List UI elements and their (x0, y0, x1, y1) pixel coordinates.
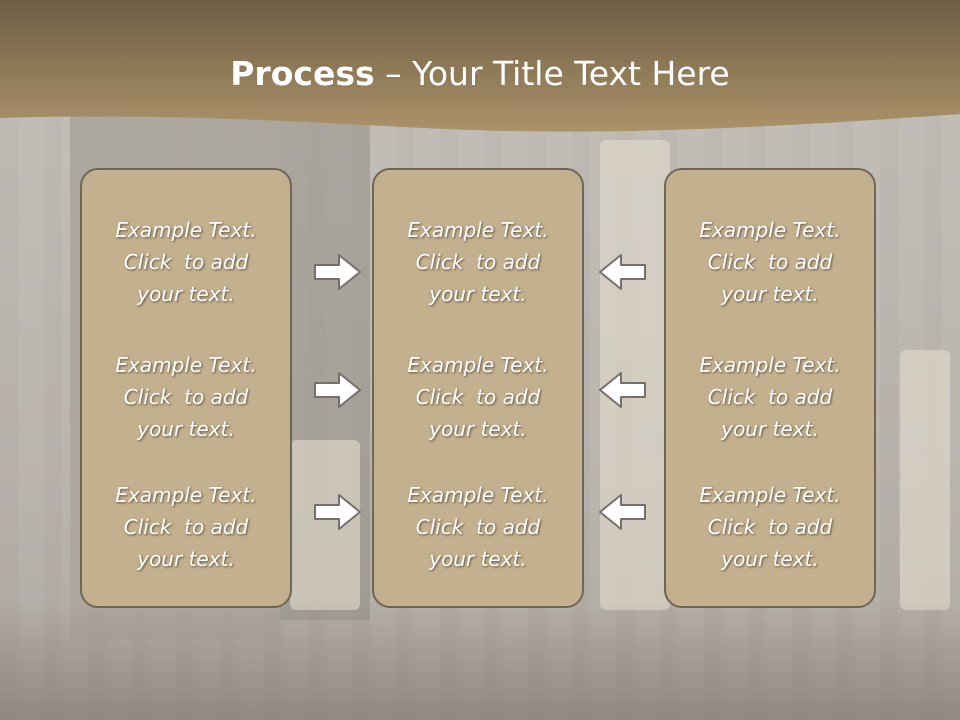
arrow-right-icon (314, 494, 361, 530)
title-bold-text: Process (230, 54, 375, 93)
text-line: Click to add (123, 385, 249, 409)
text-line: your text. (721, 547, 819, 571)
title-regular-text: – Your Title Text Here (374, 54, 730, 93)
arrow-right-icon (314, 254, 361, 290)
text-line: Example Text. (407, 218, 549, 242)
text-line: Example Text. (699, 218, 841, 242)
text-line: Example Text. (699, 353, 841, 377)
arrow-left-icon (599, 494, 646, 530)
text-placeholder[interactable]: Example Text. Click to add your text. (666, 214, 874, 310)
text-line: Click to add (415, 515, 541, 539)
text-line: Example Text. (407, 483, 549, 507)
title-banner (0, 0, 960, 132)
text-line: your text. (721, 282, 819, 306)
background-umbrella (900, 350, 950, 610)
process-panel-center[interactable]: Example Text. Click to add your text. Ex… (372, 168, 584, 608)
text-line: your text. (137, 417, 235, 441)
text-line: Example Text. (699, 483, 841, 507)
text-line: Example Text. (115, 353, 257, 377)
text-line: Click to add (707, 385, 833, 409)
text-placeholder[interactable]: Example Text. Click to add your text. (374, 214, 582, 310)
process-panel-right[interactable]: Example Text. Click to add your text. Ex… (664, 168, 876, 608)
text-line: your text. (137, 547, 235, 571)
arrow-left-icon (599, 254, 646, 290)
text-line: your text. (137, 282, 235, 306)
text-line: your text. (721, 417, 819, 441)
text-line: your text. (429, 417, 527, 441)
text-line: Click to add (123, 250, 249, 274)
text-placeholder[interactable]: Example Text. Click to add your text. (666, 349, 874, 445)
text-line: Click to add (707, 515, 833, 539)
text-placeholder[interactable]: Example Text. Click to add your text. (82, 349, 290, 445)
text-placeholder[interactable]: Example Text. Click to add your text. (374, 479, 582, 575)
arrow-right-icon (314, 372, 361, 408)
text-line: Example Text. (115, 218, 257, 242)
text-line: Click to add (415, 385, 541, 409)
slide-title[interactable]: Process – Your Title Text Here (0, 52, 960, 96)
text-placeholder[interactable]: Example Text. Click to add your text. (82, 214, 290, 310)
text-line: Example Text. (115, 483, 257, 507)
text-line: Click to add (415, 250, 541, 274)
background-crowd (0, 600, 960, 720)
text-placeholder[interactable]: Example Text. Click to add your text. (82, 479, 290, 575)
text-placeholder[interactable]: Example Text. Click to add your text. (374, 349, 582, 445)
text-line: Example Text. (407, 353, 549, 377)
process-panel-left[interactable]: Example Text. Click to add your text. Ex… (80, 168, 292, 608)
text-placeholder[interactable]: Example Text. Click to add your text. (666, 479, 874, 575)
arrow-left-icon (599, 372, 646, 408)
background-umbrella (600, 140, 670, 610)
background-umbrella (290, 440, 360, 610)
text-line: your text. (429, 547, 527, 571)
text-line: your text. (429, 282, 527, 306)
text-line: Click to add (707, 250, 833, 274)
text-line: Click to add (123, 515, 249, 539)
